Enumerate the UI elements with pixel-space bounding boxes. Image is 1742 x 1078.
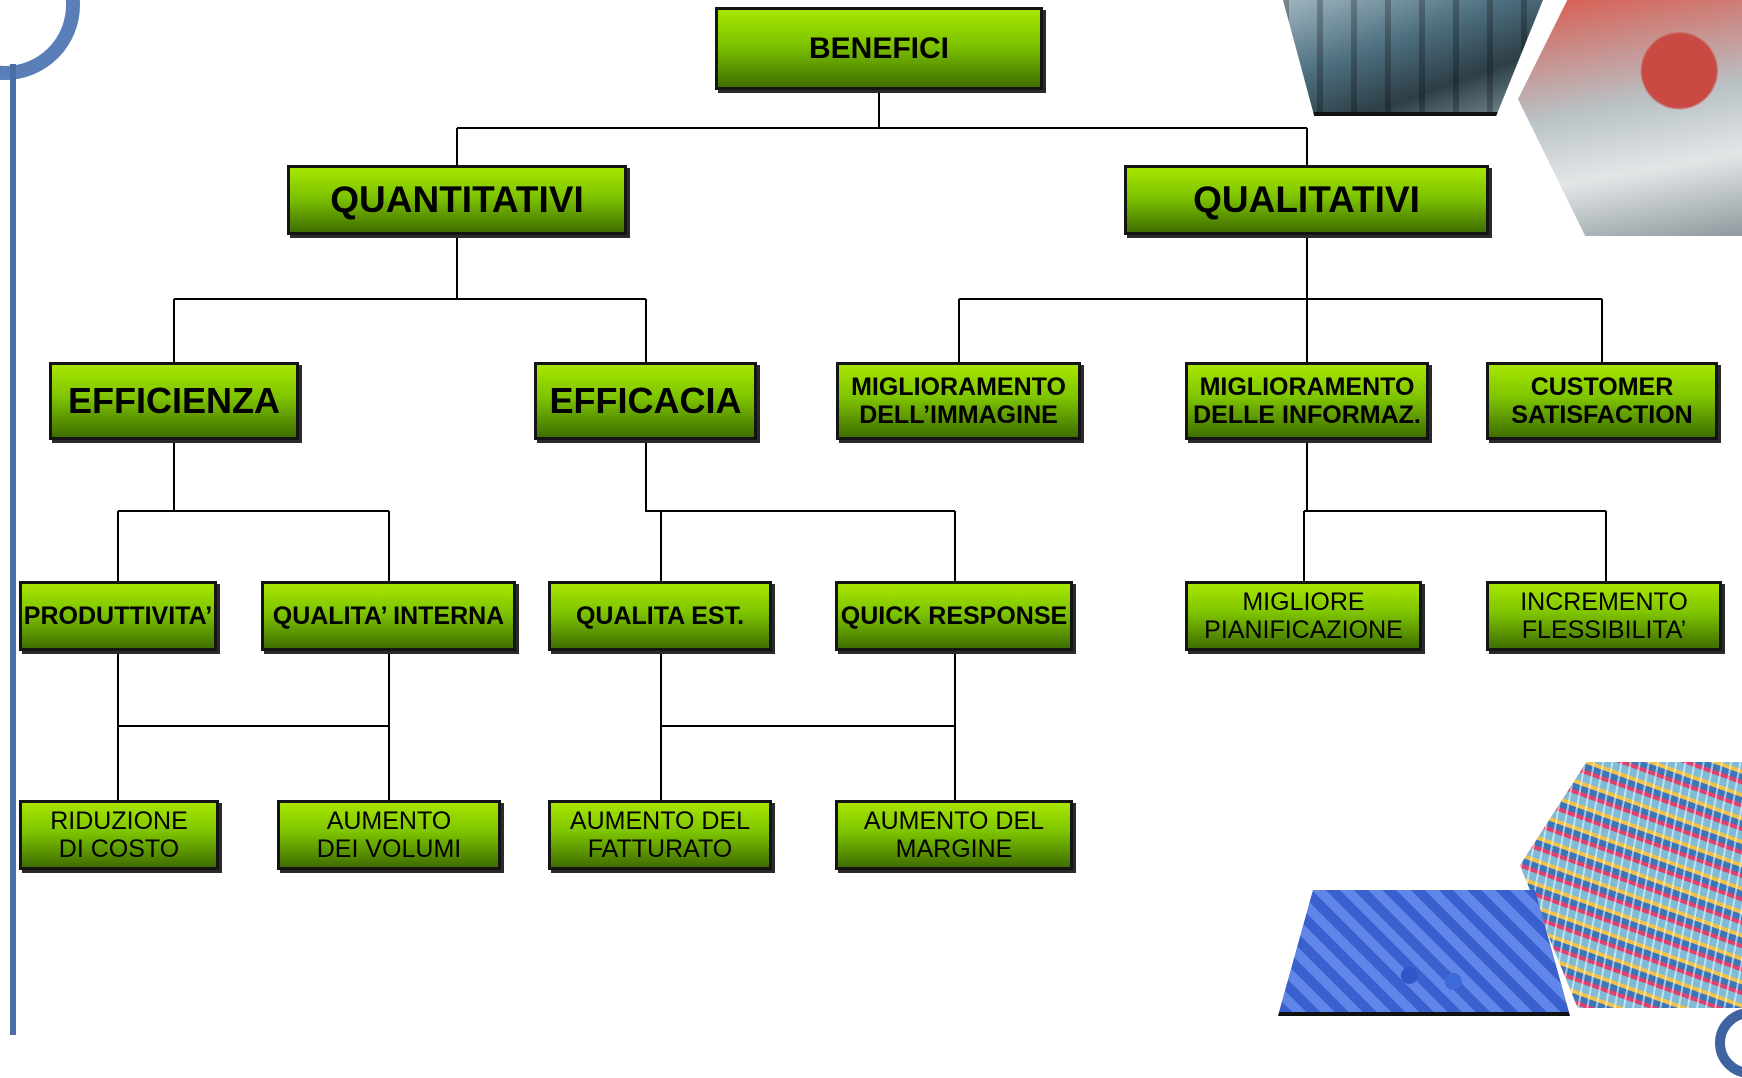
box-qualitativi: QUALITATIVI xyxy=(1124,165,1489,235)
box-qualita-interna-label: QUALITA’ INTERNA xyxy=(272,602,505,630)
box-miglioramento-informaz-label: MIGLIORAMENTO DELLE INFORMAZ. xyxy=(1193,373,1421,429)
box-aumento-fatturato: AUMENTO DEL FATTURATO xyxy=(548,800,772,870)
box-qualita-interna: QUALITA’ INTERNA xyxy=(261,581,516,651)
box-efficacia: EFFICACIA xyxy=(534,362,757,440)
box-miglioramento-immagine: MIGLIORAMENTO DELL’IMMAGINE xyxy=(836,362,1081,440)
box-benefici: BENEFICI xyxy=(715,7,1043,90)
box-quick-response: QUICK RESPONSE xyxy=(835,581,1073,651)
box-quantitativi-label: QUANTITATIVI xyxy=(330,179,584,221)
connector-informaz xyxy=(1303,440,1607,581)
box-aumento-margine: AUMENTO DEL MARGINE xyxy=(835,800,1073,870)
box-incremento-flessibilita-label: INCREMENTO FLESSIBILITA’ xyxy=(1520,588,1688,644)
box-efficienza: EFFICIENZA xyxy=(49,362,299,440)
box-aumento-volumi: AUMENTO DEI VOLUMI xyxy=(277,800,501,870)
box-efficienza-label: EFFICIENZA xyxy=(68,379,280,421)
connector-efficacia-results xyxy=(660,651,956,800)
box-riduzione-costo-label: RIDUZIONE DI COSTO xyxy=(50,807,188,863)
left-border-bar xyxy=(10,64,16,1035)
box-customer-satisfaction-label: CUSTOMER SATISFACTION xyxy=(1511,373,1693,429)
box-quick-response-label: QUICK RESPONSE xyxy=(840,602,1068,630)
connector-efficienza-results xyxy=(117,651,390,800)
box-qualitativi-label: QUALITATIVI xyxy=(1193,179,1420,221)
box-migliore-pianificazione-label: MIGLIORE PIANIFICAZIONE xyxy=(1204,588,1403,644)
box-miglioramento-immagine-label: MIGLIORAMENTO DELL’IMMAGINE xyxy=(851,373,1066,429)
box-qualita-est-label: QUALITA EST. xyxy=(575,602,745,630)
box-produttivita: PRODUTTIVITA’ xyxy=(19,581,217,651)
connector-quantitativi xyxy=(173,235,647,362)
box-benefici-label: BENEFICI xyxy=(808,31,949,65)
connector-lines xyxy=(117,90,1607,800)
connector-efficienza xyxy=(117,440,390,581)
box-produttivita-label: PRODUTTIVITA’ xyxy=(23,602,213,630)
factory-photo-top-left xyxy=(1283,0,1543,116)
box-miglioramento-informaz: MIGLIORAMENTO DELLE INFORMAZ. xyxy=(1185,362,1429,440)
box-aumento-margine-label: AUMENTO DEL MARGINE xyxy=(863,807,1045,863)
fabric-print-photo-bottom xyxy=(1278,890,1570,1016)
box-quantitativi: QUANTITATIVI xyxy=(287,165,627,235)
connector-root xyxy=(456,90,1308,165)
box-riduzione-costo: RIDUZIONE DI COSTO xyxy=(19,800,219,870)
box-qualita-est: QUALITA EST. xyxy=(548,581,772,651)
box-aumento-fatturato-label: AUMENTO DEL FATTURATO xyxy=(569,807,751,863)
connector-efficacia xyxy=(645,440,956,581)
box-incremento-flessibilita: INCREMENTO FLESSIBILITA’ xyxy=(1486,581,1722,651)
box-migliore-pianificazione: MIGLIORE PIANIFICAZIONE xyxy=(1185,581,1422,651)
box-efficacia-label: EFFICACIA xyxy=(549,379,742,421)
box-customer-satisfaction: CUSTOMER SATISFACTION xyxy=(1486,362,1718,440)
connector-qualitativi xyxy=(958,235,1603,362)
box-aumento-volumi-label: AUMENTO DEI VOLUMI xyxy=(316,807,462,863)
